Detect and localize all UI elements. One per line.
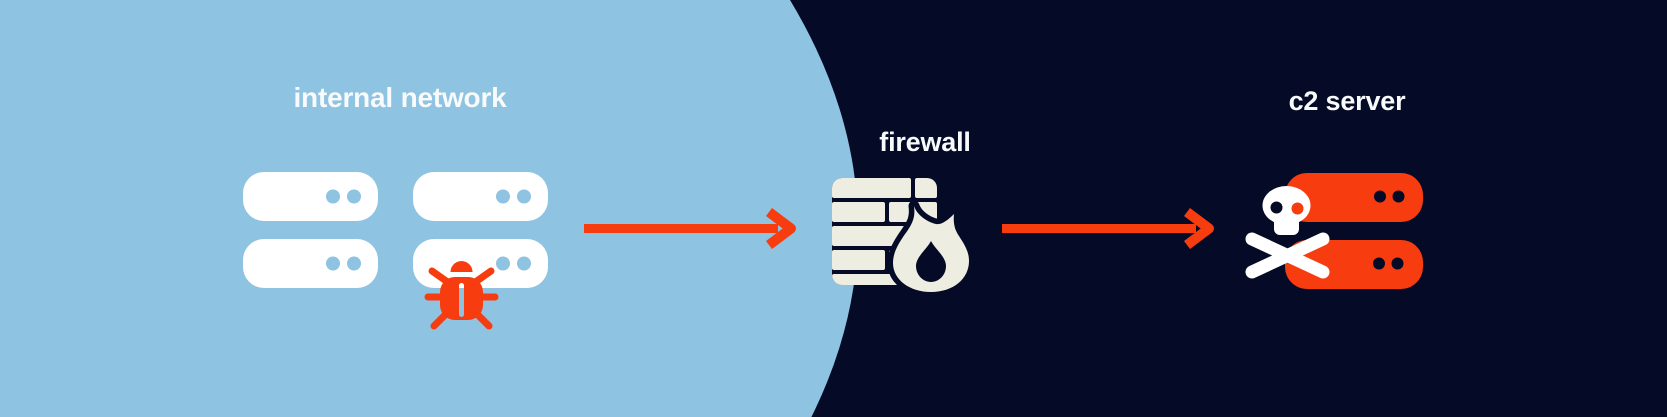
internal-network-label: internal network <box>293 82 507 113</box>
firewall-label: firewall <box>879 127 971 157</box>
skull-eye-right <box>1291 202 1304 215</box>
c2-server-icon <box>1245 173 1423 289</box>
bug-icon <box>424 261 499 330</box>
firewall-icon <box>832 178 975 298</box>
flame-drop-cutout <box>916 241 946 282</box>
internal-network-icon <box>243 172 548 330</box>
server-icon <box>413 172 548 221</box>
server-led-dot <box>1392 190 1405 203</box>
server-led-dot <box>496 256 510 271</box>
server-icon <box>243 239 378 288</box>
server-led-dot <box>517 256 531 271</box>
server-led-dot <box>496 189 510 204</box>
server-led-dot <box>1373 257 1385 270</box>
skull-crossbones-icon <box>1245 186 1330 279</box>
arrow-internal-to-firewall <box>584 208 796 249</box>
flame-icon <box>887 200 975 298</box>
server-led-dot <box>347 256 361 271</box>
server-led-dot <box>1391 257 1404 270</box>
server-led-dot <box>347 189 361 204</box>
arrow-firewall-to-c2 <box>1002 208 1214 249</box>
server-led-dot <box>326 256 340 271</box>
server-led-dot <box>517 189 531 204</box>
server-icon <box>243 172 378 221</box>
skull-eye-left <box>1270 201 1283 214</box>
malicious-server-icon <box>1285 173 1423 222</box>
server-led-dot <box>1374 190 1386 203</box>
c2-server-label: c2 server <box>1288 86 1406 116</box>
infected-server-icon <box>413 239 548 288</box>
server-led-dot <box>326 189 340 204</box>
skull-cranium <box>1262 186 1311 225</box>
skull-jaw <box>1274 216 1299 235</box>
